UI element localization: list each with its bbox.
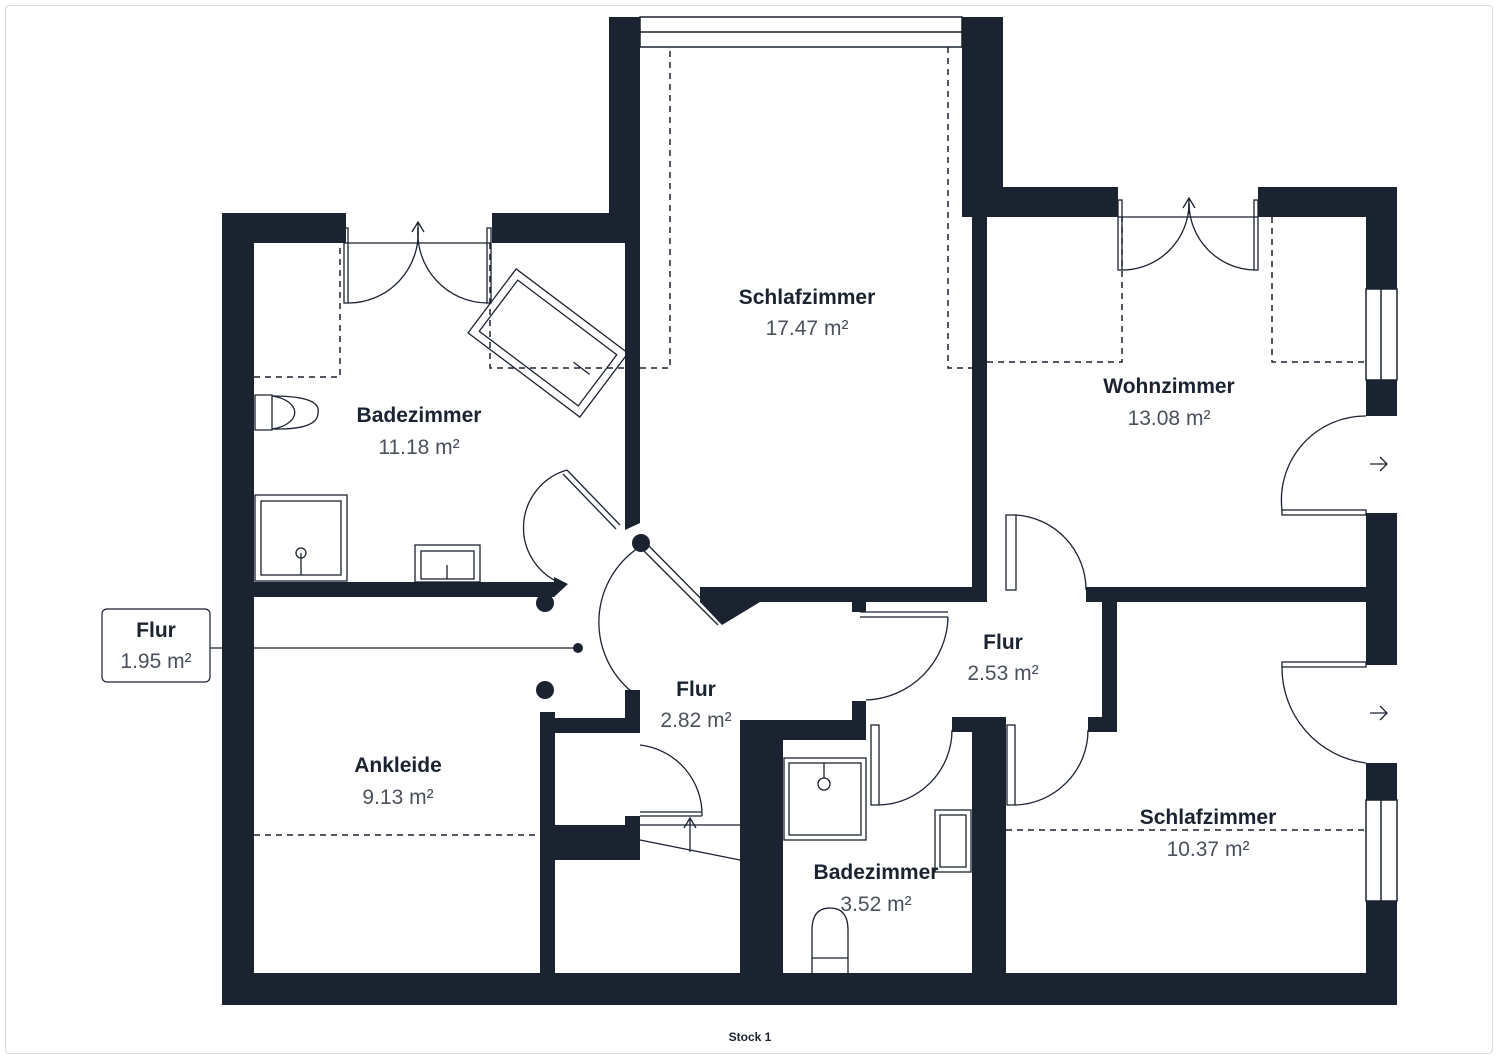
wohnzimmer-name: Wohnzimmer	[1103, 375, 1234, 398]
wall-posts	[536, 534, 650, 699]
flur-center-name: Flur	[676, 678, 716, 701]
schlafzimmer-right-name: Schlafzimmer	[1140, 806, 1277, 829]
flur-callout-box	[101, 608, 211, 683]
walls	[222, 17, 1397, 1005]
schlafzimmer-top-name: Schlafzimmer	[739, 286, 876, 309]
schlafzimmer-right-area: 10.37 m²	[1167, 838, 1250, 861]
badezimmer-small-area: 3.52 m²	[840, 893, 911, 916]
windows	[639, 16, 1398, 902]
ankleide-area: 9.13 m²	[362, 786, 433, 809]
room-labels: Schlafzimmer 17.47 m² Badezimmer 11.18 m…	[120, 286, 1276, 1044]
badezimmer-left-name: Badezimmer	[357, 404, 482, 427]
flur-right-area: 2.53 m²	[967, 662, 1038, 685]
wohnzimmer-area: 13.08 m²	[1128, 407, 1211, 430]
dashed-lines	[254, 47, 1366, 836]
flur-callout-area: 1.95 m²	[120, 650, 191, 673]
flur-callout-name: Flur	[136, 619, 176, 642]
floor-label: Stock 1	[729, 1030, 772, 1044]
flur-right-name: Flur	[983, 631, 1023, 654]
doors-fixtures	[210, 196, 1388, 973]
flur-center-area: 2.82 m²	[660, 709, 731, 732]
plan-frame	[5, 5, 1493, 1054]
badezimmer-left-area: 11.18 m²	[378, 436, 459, 459]
badezimmer-small-name: Badezimmer	[814, 861, 939, 884]
ankleide-name: Ankleide	[354, 754, 442, 777]
schlafzimmer-top-area: 17.47 m²	[766, 317, 849, 340]
